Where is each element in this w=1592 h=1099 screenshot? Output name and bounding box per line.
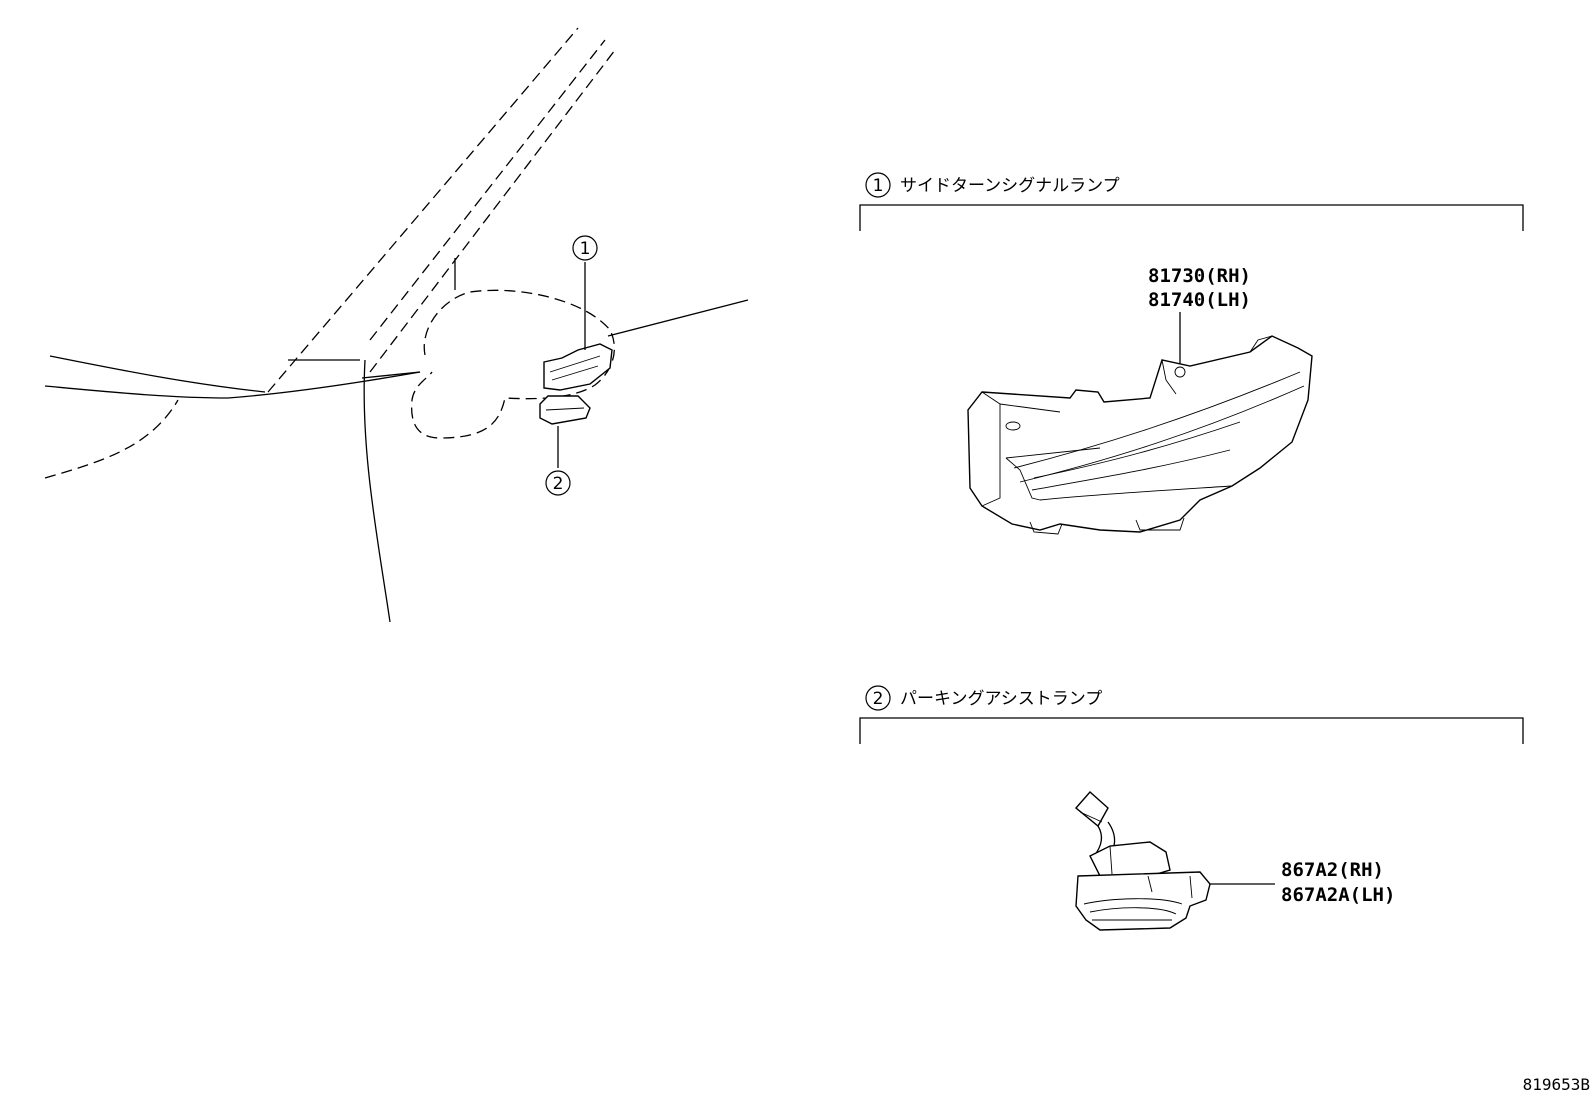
- section-1-circle: [865, 172, 891, 198]
- svg-text:1: 1: [580, 239, 591, 259]
- section-parking-assist-lamp: 2 パーキングアシストランプ 867A2(RH) 867A2A(LH): [859, 685, 1524, 931]
- callout-marker-1-small: 1: [572, 235, 598, 261]
- section-1-bracket: [859, 204, 1524, 231]
- section-2-circle: [865, 685, 891, 711]
- section-1-number: 1: [873, 176, 884, 196]
- section-2-bracket: [859, 717, 1524, 744]
- section-side-turn-signal-lamp: 1 サイドターンシグナルランプ 81730(RH) 81740(LH): [859, 172, 1524, 535]
- section-1-title: サイドターンシグナルランプ: [900, 176, 1120, 196]
- diagram-id: 819653B: [1523, 1075, 1590, 1094]
- part-number-81740-lh: 81740(LH): [1148, 289, 1251, 311]
- section-2-title: パーキングアシストランプ: [900, 689, 1102, 709]
- parking-assist-lamp-drawing: [1074, 791, 1211, 931]
- section-2-number: 2: [873, 689, 884, 709]
- svg-text:2: 2: [553, 474, 564, 494]
- part-number-81730-rh: 81730(RH): [1148, 265, 1251, 287]
- part-number-867a2-rh: 867A2(RH): [1281, 859, 1384, 881]
- part-number-867a2a-lh: 867A2A(LH): [1281, 884, 1395, 906]
- callout-marker-2-small: 2: [545, 470, 571, 496]
- side-turn-signal-lamp-drawing: [967, 335, 1313, 535]
- vehicle-overview-drawing: [44, 27, 749, 623]
